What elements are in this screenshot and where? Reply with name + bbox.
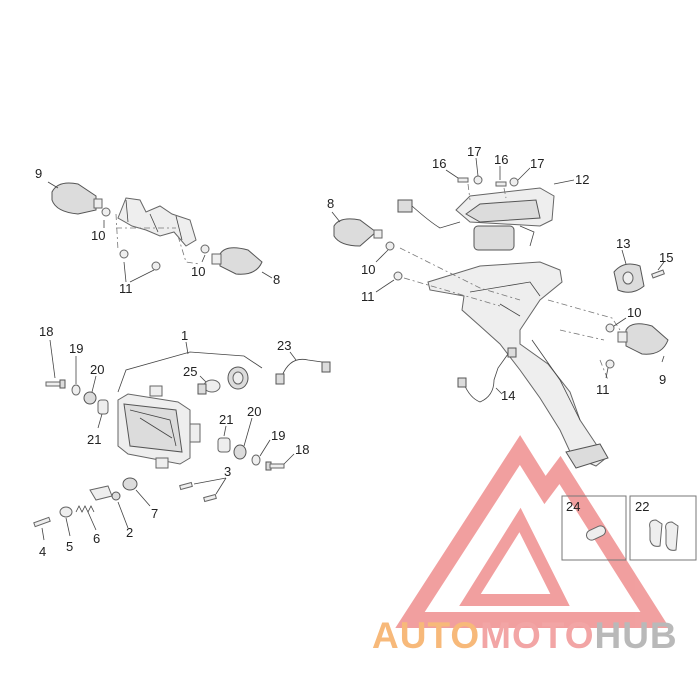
adjuster-bracket-2 xyxy=(89,485,121,501)
spring-6 xyxy=(75,505,95,513)
bulb-24 xyxy=(585,525,607,541)
callout-24: 24 xyxy=(566,499,580,514)
callout-11-left: 11 xyxy=(119,281,133,296)
grommet-20-right xyxy=(233,444,247,460)
screw-18-right xyxy=(265,461,285,471)
watermark-logo xyxy=(395,435,670,628)
callout-21-right: 21 xyxy=(219,412,233,427)
screw-3-b xyxy=(203,493,217,503)
callout-8-left: 8 xyxy=(273,272,280,287)
callout-10-left-a: 10 xyxy=(91,228,105,243)
screw-4 xyxy=(33,516,51,528)
washer-17-b xyxy=(509,177,519,187)
rubber-cap-7 xyxy=(122,477,138,491)
callout-2: 2 xyxy=(126,525,133,540)
callout-8-right: 8 xyxy=(327,196,334,211)
callout-4: 4 xyxy=(39,544,46,559)
callout-14: 14 xyxy=(501,388,515,403)
watermark-moto: MOTO xyxy=(480,615,595,656)
callout-3: 3 xyxy=(224,464,231,479)
clips-22 xyxy=(649,519,679,551)
screw-16-b xyxy=(495,181,507,187)
callout-5: 5 xyxy=(66,539,73,554)
callout-10-right-a: 10 xyxy=(361,262,375,277)
washer-17-a xyxy=(473,175,483,185)
inset-24 xyxy=(561,495,627,561)
plate-lamp-13 xyxy=(613,263,645,293)
callout-11-right-a: 11 xyxy=(361,289,375,304)
screw-16-a xyxy=(457,177,469,183)
spacer-21-left xyxy=(97,399,109,415)
inset-22 xyxy=(629,495,697,561)
headlight-housing xyxy=(117,385,201,469)
callout-9-left: 9 xyxy=(35,166,42,181)
watermark-wordmark: AUTOMOTOHUB xyxy=(372,615,678,657)
washer-5 xyxy=(59,506,73,518)
tail-light-12 xyxy=(455,187,555,251)
grommet-20-left xyxy=(83,391,97,405)
screw-18-left xyxy=(45,379,66,389)
washer-19-left xyxy=(71,384,81,396)
headlight-bulb xyxy=(197,379,221,395)
callout-11-right-b: 11 xyxy=(596,382,610,397)
callout-22: 22 xyxy=(635,499,649,514)
callout-9-right: 9 xyxy=(659,372,666,387)
callout-15: 15 xyxy=(659,250,673,265)
callout-16-a: 16 xyxy=(432,156,446,171)
callout-10-right-b: 10 xyxy=(627,305,641,320)
callout-17-b: 17 xyxy=(530,156,544,171)
screw-3-a xyxy=(179,481,193,491)
front-bracket xyxy=(117,197,197,247)
callout-12: 12 xyxy=(575,172,589,187)
spacer-21-right xyxy=(217,437,231,453)
callout-18-right: 18 xyxy=(295,442,309,457)
callout-19-right: 19 xyxy=(271,428,285,443)
callout-1: 1 xyxy=(181,328,188,343)
front-signal-right xyxy=(211,247,263,275)
wire-harness xyxy=(275,358,331,385)
watermark-hub: HUB xyxy=(594,615,678,656)
callout-13: 13 xyxy=(616,236,630,251)
callout-23: 23 xyxy=(277,338,291,353)
front-signal-left xyxy=(51,182,103,215)
callout-7: 7 xyxy=(151,506,158,521)
callout-25: 25 xyxy=(183,364,197,379)
screw-15 xyxy=(651,269,665,279)
callout-16-b: 16 xyxy=(494,152,508,167)
callout-17-a: 17 xyxy=(467,144,481,159)
callout-20-right: 20 xyxy=(247,404,261,419)
watermark-auto: AUTO xyxy=(372,615,481,656)
callout-6: 6 xyxy=(93,531,100,546)
callout-20-left: 20 xyxy=(90,362,104,377)
callout-18-left: 18 xyxy=(39,324,53,339)
license-plate-holder xyxy=(427,261,609,469)
callout-10-left-b: 10 xyxy=(191,264,205,279)
callout-21-left: 21 xyxy=(87,432,101,447)
plate-lamp-wire-14 xyxy=(457,347,517,403)
callout-19-left: 19 xyxy=(69,341,83,356)
tail-light-connector xyxy=(397,199,461,229)
washer-19-right xyxy=(251,454,261,466)
rear-signal-left xyxy=(333,218,383,247)
rear-signal-right xyxy=(617,323,669,355)
rubber-boot xyxy=(227,366,249,390)
